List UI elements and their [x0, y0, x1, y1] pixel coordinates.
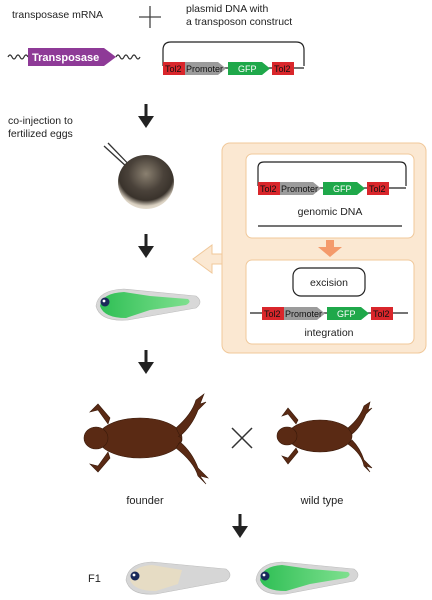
integrated-tol2-right-label: Tol2 [373, 309, 390, 319]
f1-tadpole-transgenic [255, 561, 359, 595]
tadpole-eye [100, 297, 110, 307]
excision-integration-box [245, 259, 415, 345]
gfp-label: GFP [238, 64, 257, 74]
gfp-segment [228, 62, 270, 75]
wild-type-frog [276, 401, 373, 473]
founder-label: founder [126, 495, 164, 507]
transposase-label: Transposase [32, 52, 99, 64]
plus-sign-icon [139, 6, 161, 28]
tadpole-eye [130, 571, 140, 581]
transposase-arrow-shape [28, 48, 116, 66]
orange-arrow-down-icon [318, 240, 342, 257]
integrated-construct: Tol2 Promoter GFP Tol2 [250, 307, 408, 320]
fertilized-egg [118, 155, 174, 209]
inset-tol2-right-label: Tol2 [369, 184, 386, 194]
integrated-tol2-left-label: Tol2 [264, 309, 281, 319]
arrow-down-icon [138, 234, 154, 258]
excision-loop [292, 267, 366, 297]
wild-type-label: wild type [300, 495, 344, 507]
integration-label: integration [304, 327, 353, 339]
tol2-right-segment [272, 62, 294, 75]
transposase-mrna: Transposase [7, 48, 141, 66]
arrow-down-icon [138, 104, 154, 128]
integrated-gfp-label: GFP [337, 309, 356, 319]
inset-gfp-label: GFP [333, 184, 352, 194]
tol2-right-label: Tol2 [274, 64, 291, 74]
tol2-left-label: Tol2 [165, 64, 182, 74]
inset-promoter-label: Promoter [281, 184, 318, 194]
promoter-label: Promoter [186, 64, 223, 74]
excision-label: excision [310, 277, 348, 289]
integrated-promoter-label: Promoter [285, 309, 322, 319]
promoter-segment [185, 62, 226, 75]
mrna-label: transposase mRNA [12, 9, 103, 21]
f1-tadpole-wild-type [125, 561, 231, 595]
plasmid-label-line1: plasmid DNA with [186, 3, 268, 15]
arrow-down-icon [232, 514, 248, 538]
tadpole-eye [260, 571, 270, 581]
f1-label: F1 [88, 573, 101, 585]
injection-label-line1: co-injection to [8, 115, 73, 127]
plasmid-construct: Tol2 Promoter GFP Tol2 [162, 41, 305, 75]
genomic-dna-box [245, 153, 415, 239]
inset-pointer-arrow-icon [192, 244, 223, 274]
founder-frog [83, 393, 209, 485]
plasmid-label-line2: a transposon construct [186, 16, 292, 28]
tol2-left-segment [163, 62, 185, 75]
arrow-down-icon [138, 350, 154, 374]
inset-tol2-left-label: Tol2 [260, 184, 277, 194]
cross-symbol-icon [231, 427, 253, 449]
inset-plasmid-construct: Tol2 Promoter GFP Tol2 [257, 161, 407, 195]
genomic-dna-label: genomic DNA [298, 206, 363, 218]
injection-label-line2: fertilized eggs [8, 128, 73, 140]
gfp-tadpole-injected [95, 288, 201, 321]
